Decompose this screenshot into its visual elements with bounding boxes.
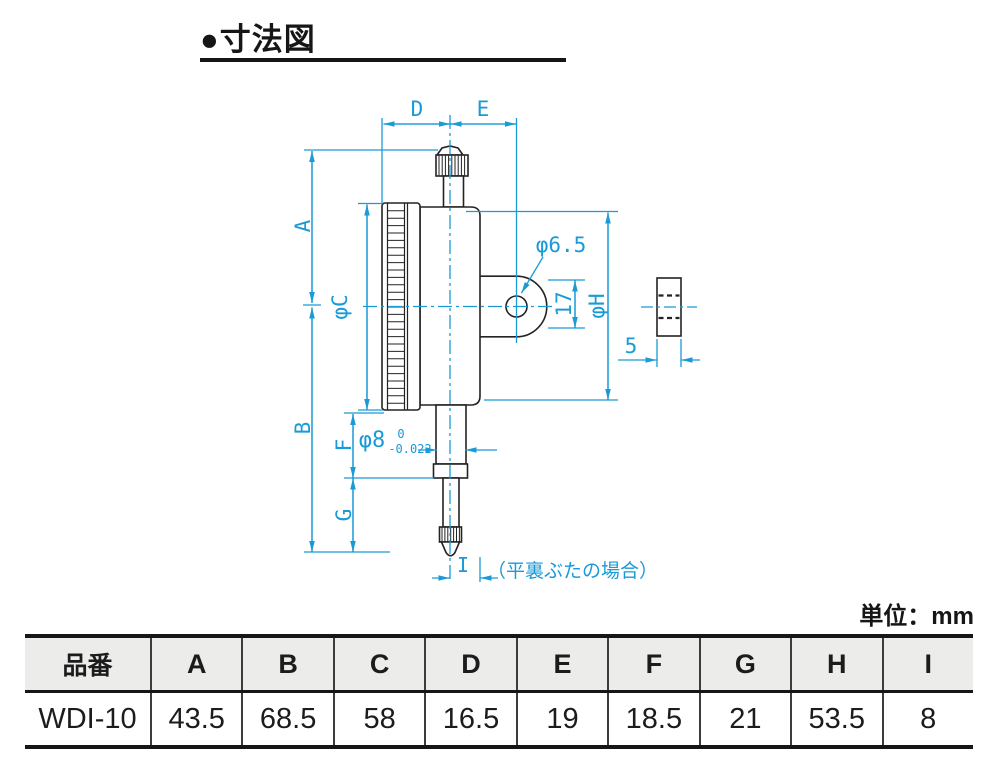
cell-g: 21 (698, 693, 790, 745)
back-cover-note: （平裏ぶたの場合） (487, 560, 658, 582)
dim-label-i: I (457, 553, 469, 577)
dim-label-5: 5 (625, 334, 638, 358)
dim-label-phi8-upper-tol: 0 (397, 427, 404, 441)
cell-b: 68.5 (241, 693, 332, 745)
lug-side-hidden-lines (658, 294, 680, 320)
table-header-row: 品番 A B C D E F G H I (25, 638, 973, 693)
title-underline (200, 58, 566, 62)
cell-d: 16.5 (424, 693, 515, 745)
table-header-i: I (881, 638, 973, 690)
dimension-labels: D E A φC B F G 17 φH φ6.5 5 I φ8 0 -0.02… (291, 97, 658, 582)
page-title: ●寸法図 (200, 22, 316, 57)
indicator-outline (381, 145, 682, 557)
bezel-knurling (387, 210, 405, 404)
table-header-b: B (241, 638, 332, 690)
crown-cap (435, 145, 469, 208)
table-header-e: E (515, 638, 607, 690)
dim-label-phi8-lower-tol: -0.022 (388, 442, 431, 456)
cell-part-number: WDI-10 (38, 702, 137, 735)
hole-leader-line (520, 256, 544, 294)
table-header-d: D (424, 638, 515, 690)
table-header-part-number: 品番 (62, 652, 113, 680)
table-header-f: F (607, 638, 698, 690)
table-header-g: G (698, 638, 790, 690)
dim-label-g: G (332, 509, 356, 522)
ferrule-knurling (441, 527, 460, 542)
dim-label-hole: φ6.5 (536, 233, 587, 257)
cell-i: 8 (881, 693, 973, 745)
table-row: WDI-10 43.5 68.5 58 16.5 19 18.5 21 53.5… (25, 693, 973, 745)
dim-label-phi8: φ8 (359, 428, 386, 453)
stem-phi8 (435, 404, 467, 465)
dim-label-h: φH (585, 293, 609, 318)
table-header-h: H (790, 638, 881, 690)
cell-e: 19 (515, 693, 607, 745)
stem-and-spindle (432, 404, 469, 557)
dim-label-c: φC (328, 294, 352, 319)
table-header-c: C (332, 638, 424, 690)
units-label: 単位：mm (859, 603, 974, 630)
dim-label-d: D (411, 97, 424, 121)
dim-label-f: F (332, 439, 356, 452)
dimension-drawing: D E A φC B F G 17 φH φ6.5 5 I φ8 0 -0.02… (291, 97, 700, 582)
dim-label-e: E (477, 97, 490, 121)
dimension-table: 品番 A B C D E F G H I WDI-10 43.5 68.5 58… (25, 634, 973, 749)
dim-label-17: 17 (552, 291, 576, 316)
table-header-a: A (150, 638, 241, 690)
spindle (442, 477, 460, 528)
cell-a: 43.5 (150, 693, 241, 745)
cell-f: 18.5 (607, 693, 698, 745)
dim-label-a: A (291, 219, 315, 232)
cell-h: 53.5 (790, 693, 881, 745)
dim-label-b: B (291, 422, 315, 435)
cell-c: 58 (332, 693, 424, 745)
dimension-lines (303, 115, 700, 582)
